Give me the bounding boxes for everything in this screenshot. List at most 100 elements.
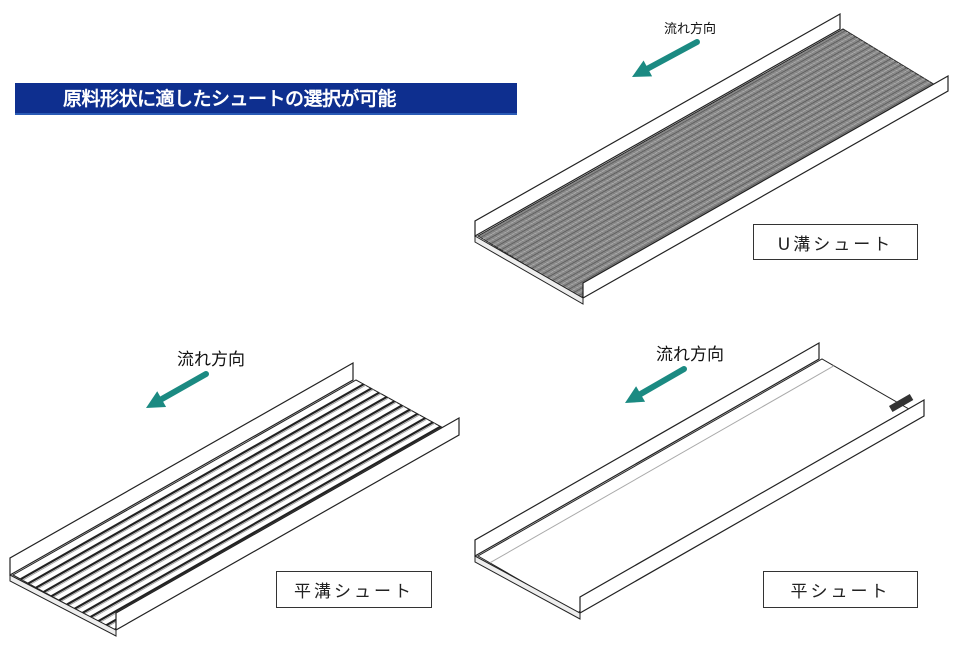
u-groove-chute-mesh-line <box>775 66 879 130</box>
u-groove-chute-mesh-line <box>508 218 611 281</box>
u-groove-chute-mesh-line <box>617 156 721 219</box>
flat-chute-right-wall <box>579 398 925 615</box>
u-groove-chute-mesh-line <box>553 192 657 256</box>
u-groove-chute-mesh-line <box>684 118 787 181</box>
u-groove-chute-mesh-line <box>724 96 827 159</box>
u-groove-chute-mesh-line <box>791 58 894 121</box>
u-groove-chute-mesh-line <box>742 85 845 149</box>
flat-chute-front-edge <box>474 555 581 620</box>
u-groove-chute-mesh-line <box>836 32 940 95</box>
u-groove-chute-mesh-line <box>824 39 927 102</box>
u-groove-chute-mesh-line <box>681 120 784 183</box>
u-groove-chute-mesh-line <box>529 206 632 269</box>
u-groove-chute-mesh-line <box>632 147 736 211</box>
u-groove-chute-mesh-line <box>566 185 669 249</box>
flow-arrow-1-shaft <box>644 39 700 72</box>
u-groove-chute-mesh-line <box>480 234 584 297</box>
u-groove-chute-mesh-line <box>642 142 745 206</box>
u-groove-chute-mesh-line <box>502 221 605 285</box>
u-groove-chute-mesh-line <box>809 47 912 111</box>
flat-groove-chute-groove-line <box>43 395 388 593</box>
u-groove-chute-mesh-line <box>493 227 596 290</box>
u-groove-chute-mesh-line <box>563 187 666 250</box>
u-groove-chute-mesh-line <box>827 37 930 100</box>
u-groove-chute-mesh-line <box>687 116 791 180</box>
u-groove-chute-mesh-line <box>626 151 730 214</box>
u-groove-chute-mesh-line <box>715 101 818 164</box>
u-groove-chute-mesh-line <box>639 144 742 207</box>
u-groove-chute-mesh-line <box>541 199 645 262</box>
u-groove-chute-mesh-line <box>772 68 876 131</box>
u-groove-chute-mesh-line <box>623 152 727 216</box>
u-groove-chute-mesh-line <box>605 163 708 226</box>
u-groove-chute-mesh-line <box>712 102 815 166</box>
flat-chute-label: 平シュート <box>763 571 918 608</box>
flat-groove-chute-groove-line <box>89 421 434 619</box>
u-groove-chute-mesh-line <box>608 161 711 225</box>
u-groove-chute-mesh-line <box>520 211 623 275</box>
u-groove-chute-mesh-line <box>709 104 812 168</box>
u-groove-chute-mesh-line <box>839 30 943 93</box>
u-groove-chute-mesh-line <box>699 109 803 173</box>
u-groove-chute-mesh-line <box>505 220 608 283</box>
u-groove-chute-mesh-line <box>590 171 693 235</box>
u-groove-chute-mesh-line <box>611 159 714 223</box>
u-groove-chute-mesh-line <box>559 189 663 252</box>
flow-direction-label-3: 流れ方向 <box>656 345 724 365</box>
flat-groove-chute-groove-line <box>27 387 372 585</box>
u-groove-chute-mesh-line <box>599 166 702 230</box>
flow-direction-label-1: 流れ方向 <box>664 22 717 37</box>
flat-groove-chute-groove-line <box>20 383 365 581</box>
u-groove-chute-mesh-line <box>584 175 687 238</box>
u-groove-chute-mesh-line <box>696 111 800 175</box>
u-groove-chute-mesh-line <box>693 113 797 176</box>
flat-groove-chute-groove-highlight <box>45 397 389 594</box>
u-groove-chute-mesh-line <box>593 170 696 233</box>
u-groove-chute-mesh-line <box>575 180 678 244</box>
u-groove-chute-mesh-line <box>690 115 794 178</box>
u-groove-chute-mesh-line <box>547 196 651 259</box>
flat-groove-chute-groove-line <box>81 417 426 615</box>
u-groove-chute-mesh-line <box>538 201 641 264</box>
u-groove-chute-mesh-line <box>788 59 891 123</box>
u-groove-chute-label: U溝シュート <box>753 224 918 260</box>
u-groove-chute-mesh-line <box>800 52 903 116</box>
u-groove-chute-mesh-line <box>654 135 757 199</box>
u-groove-chute-mesh-line <box>797 54 900 118</box>
u-groove-chute-mesh-line <box>794 56 897 119</box>
u-groove-chute-mesh-line <box>812 46 915 109</box>
u-groove-chute-mesh-line <box>526 208 629 271</box>
u-groove-chute-mesh-line <box>675 123 778 187</box>
u-groove-chute-mesh-line <box>514 215 617 278</box>
u-groove-chute-mesh-line <box>818 42 921 106</box>
u-groove-chute-mesh-line <box>614 158 718 221</box>
u-groove-chute-mesh-line <box>733 90 836 154</box>
u-groove-chute-mesh-line <box>769 70 873 133</box>
u-groove-chute-mesh-line <box>569 184 672 247</box>
u-groove-chute-mesh-line <box>785 61 888 124</box>
u-groove-chute-mesh-line <box>578 178 681 242</box>
u-groove-chute-mesh-line <box>483 232 587 295</box>
u-groove-chute-mesh-line <box>596 168 699 231</box>
u-groove-chute-mesh-line <box>806 49 909 112</box>
flat-groove-chute-groove-highlight <box>84 418 428 615</box>
flat-groove-chute-groove-line <box>97 425 442 623</box>
flat-groove-chute-groove-highlight <box>37 393 382 590</box>
u-groove-chute-mesh-line <box>486 230 590 294</box>
u-groove-chute-mesh-line <box>620 154 724 218</box>
u-groove-chute-mesh-line <box>678 121 781 185</box>
flow-arrow-3-shaft <box>637 366 687 398</box>
u-groove-chute-mesh-line <box>629 149 733 212</box>
flat-groove-chute-groove-line <box>50 400 396 598</box>
flat-groove-chute-groove-line <box>73 412 419 610</box>
u-groove-chute-mesh-line <box>757 77 860 140</box>
flow-arrow-2-shaft <box>158 371 209 403</box>
flow-arrow-2-head <box>146 391 167 408</box>
u-groove-chute-mesh-line <box>602 165 705 228</box>
u-groove-chute-mesh-line <box>663 130 766 193</box>
u-groove-chute-mesh-line <box>730 92 833 156</box>
u-groove-chute-mesh-line <box>739 87 842 150</box>
u-groove-chute-mesh-line <box>833 33 937 97</box>
u-groove-chute-mesh-line <box>736 89 839 152</box>
